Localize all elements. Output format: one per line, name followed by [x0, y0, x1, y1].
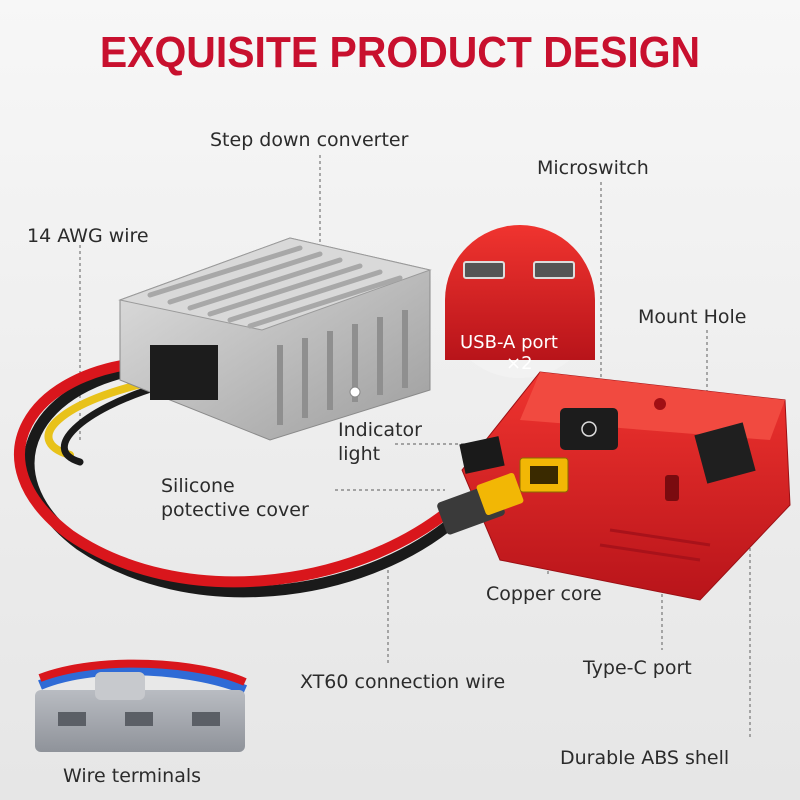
label-type-c-port: Type-C port: [583, 657, 692, 679]
wire-terminals: [35, 659, 248, 752]
cables: [14, 356, 461, 598]
label-usb-count: ×2: [506, 353, 533, 374]
label-mount-hole: Mount Hole: [638, 306, 747, 328]
page-title: EXQUISITE PRODUCT DESIGN: [99, 28, 701, 77]
label-xt60-connection-wire: XT60 connection wire: [300, 671, 506, 693]
step-down-converter: [118, 237, 432, 441]
label-durable-abs-shell: Durable ABS shell: [560, 747, 730, 769]
xt60-connector: [437, 472, 524, 535]
label-usb-a-port: USB-A port: [460, 332, 558, 353]
label-microswitch: Microswitch: [537, 157, 649, 179]
power-adapter: [459, 371, 791, 601]
label-indicator-light-line1: Indicator: [338, 419, 422, 441]
usb-a-inset: [442, 222, 598, 378]
label-14-awg-wire: 14 AWG wire: [27, 225, 149, 247]
label-step-down-converter: Step down converter: [210, 129, 409, 151]
label-wire-terminals: Wire terminals: [63, 765, 202, 787]
label-silicone-cover-line2: potective cover: [161, 499, 309, 521]
label-silicone-cover-line1: Silicone: [161, 475, 235, 497]
label-indicator-light-line2: light: [338, 443, 381, 465]
label-copper-core: Copper core: [486, 583, 602, 605]
